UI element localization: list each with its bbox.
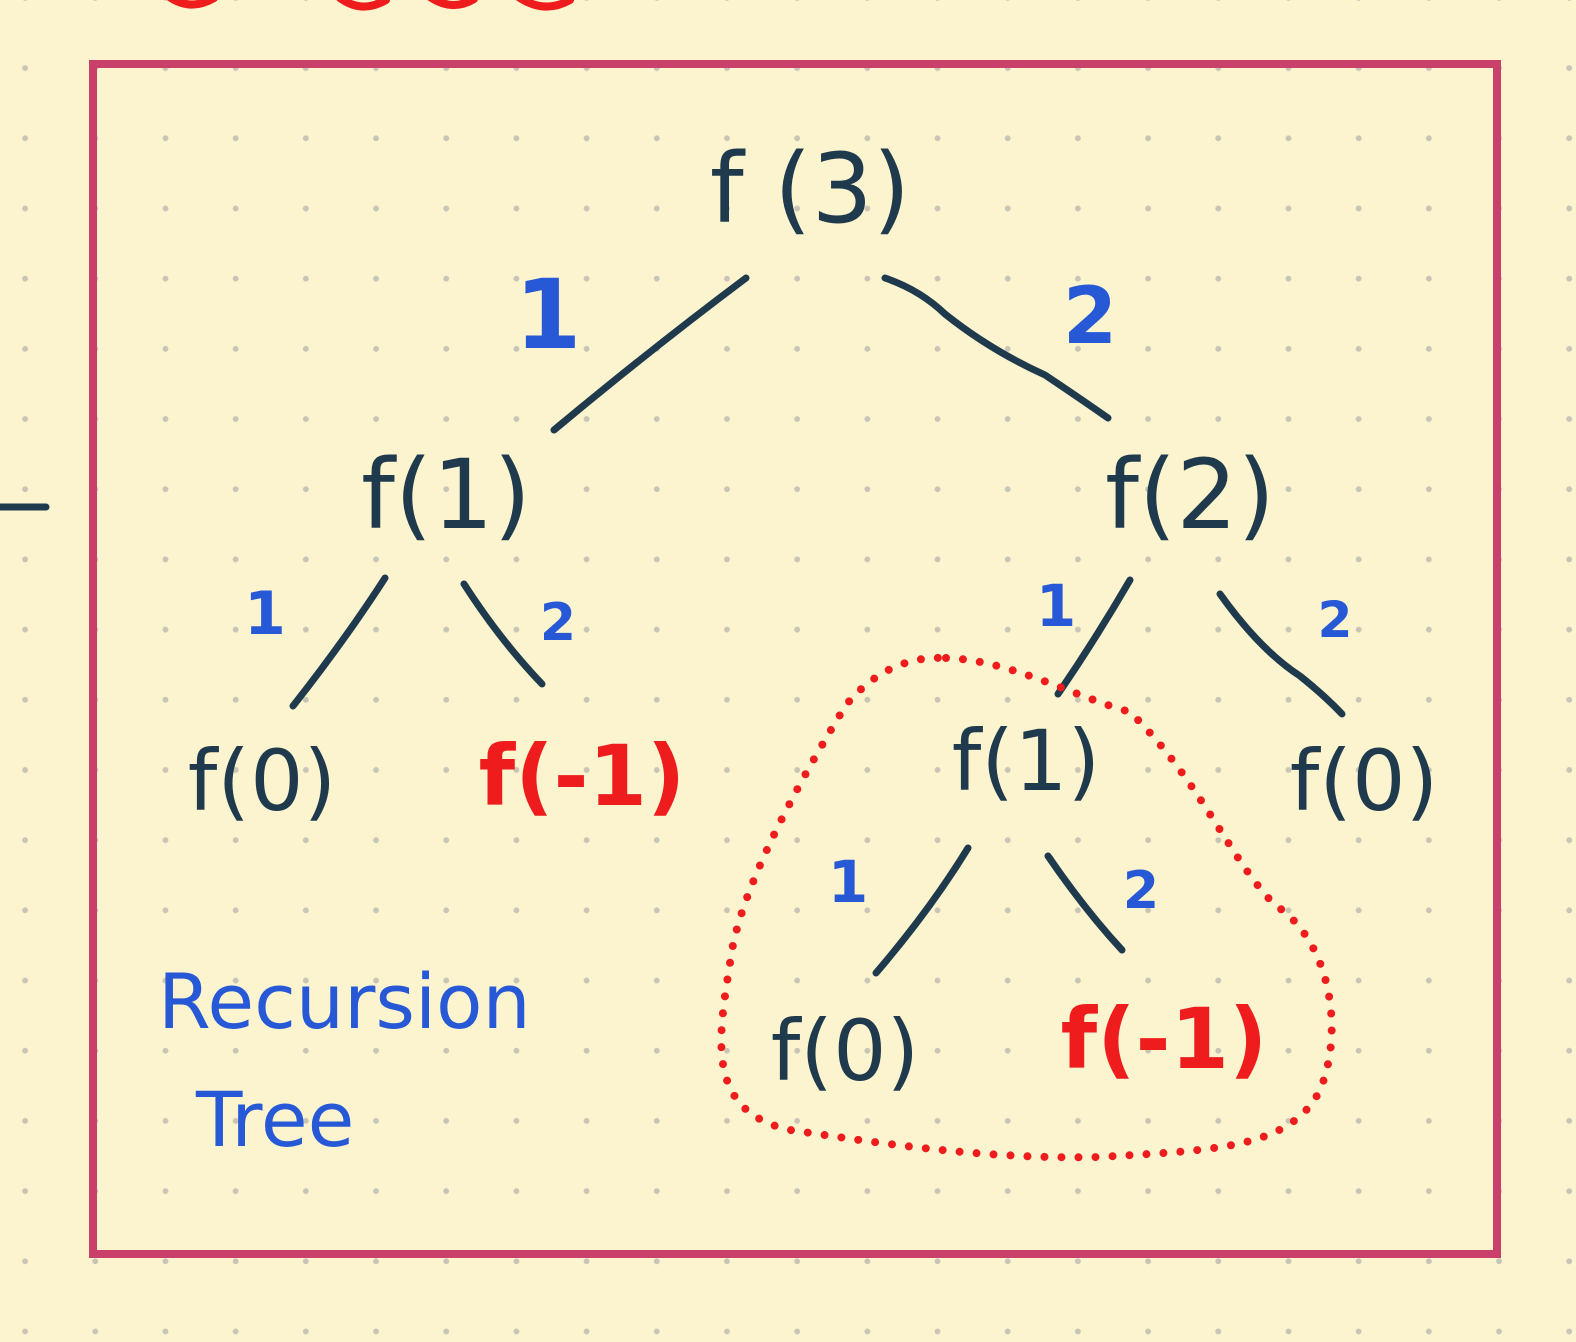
edge-rl-right [1044,852,1126,954]
edge-label-right-right: 2 [1318,591,1353,649]
edge-right-right [1216,590,1346,718]
edge-root-left [550,274,750,434]
node-root: f (3) [710,133,910,245]
edge-label-left-left: 1 [244,579,286,649]
caption-line-1: Recursion [158,957,531,1046]
node-right: f(2) [1105,439,1275,551]
node-left-left: f(0) [188,732,337,830]
node-right-left: f(1) [952,712,1101,810]
edge-label-left-right: 2 [540,593,576,653]
node-right-right: f(0) [1290,732,1439,830]
node-left: f(1) [361,439,531,551]
edge-label-root-right: 2 [1063,272,1117,362]
edge-root-right [881,274,1112,422]
diagram-frame [89,60,1501,1258]
edge-label-rl-left: 1 [828,848,868,916]
node-right-left-right: f(-1) [1061,990,1268,1088]
edge-label-root-left: 1 [515,259,582,371]
edge-label-rl-right: 2 [1123,861,1159,921]
edge-rl-left [872,844,972,977]
edge-left-left [289,574,389,710]
tree-edges [289,274,1346,977]
edge-label-right-left: 1 [1036,572,1076,640]
cropped-top-fragment [166,0,574,11]
node-right-left-left: f(0) [771,1002,920,1100]
caption-line-2: Tree [195,1075,354,1164]
edge-right-left [1054,576,1134,698]
edge-left-right [460,580,546,688]
node-left-right: f(-1) [479,727,686,825]
